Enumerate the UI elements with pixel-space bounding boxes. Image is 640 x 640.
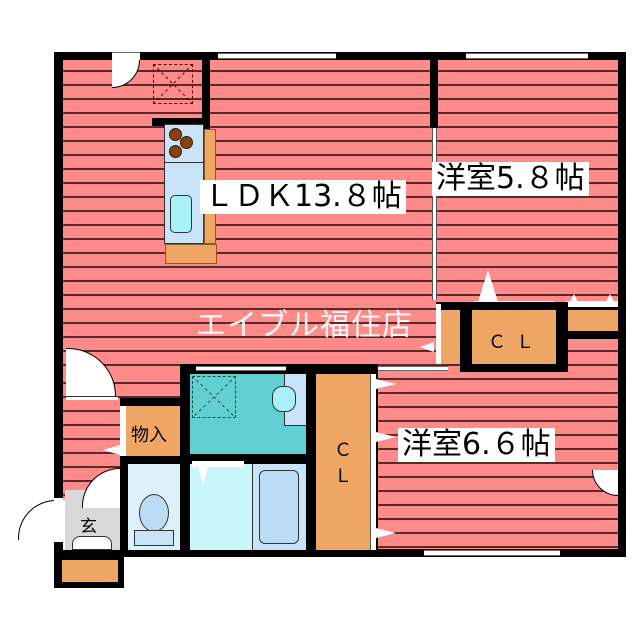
ldk-label: ＬＤＫ13.８帖 <box>200 180 406 214</box>
pantry-box <box>153 64 193 104</box>
door-swing-indicator <box>478 270 498 302</box>
kitchen-wall-h <box>152 118 210 126</box>
kitchen-divider <box>164 162 204 163</box>
door-opening <box>112 52 140 60</box>
sliding-door-small[interactable] <box>436 304 441 364</box>
window-top-ldk <box>218 53 336 59</box>
closet-1 <box>472 310 556 364</box>
western-room-2-label: 洋室6.６帖 <box>398 428 555 462</box>
door-swing-indicator <box>376 432 396 442</box>
storage-label: 物入 <box>131 425 167 446</box>
shoe-box <box>62 560 118 582</box>
closet-small-right <box>568 310 618 332</box>
washer-space <box>192 376 236 418</box>
window-bottom-room2 <box>424 550 560 556</box>
kitchen-sink-icon <box>170 195 192 233</box>
wall-ldk-room1 <box>430 58 438 128</box>
closet-small-left <box>440 310 460 364</box>
stove-burner-icon <box>180 136 193 149</box>
toilet-tank-icon <box>134 530 174 546</box>
storage-door[interactable] <box>120 406 126 456</box>
wall-top <box>54 52 626 60</box>
door-swing-indicator <box>570 294 578 302</box>
bathroom-door[interactable] <box>192 461 244 467</box>
storage-wall-top <box>120 398 182 406</box>
closet-small-wall <box>568 331 620 339</box>
door-entrance-main[interactable] <box>18 500 56 540</box>
core-wall-mid-h <box>180 454 308 464</box>
stove-burner-icon <box>169 145 182 158</box>
washroom-window <box>196 366 286 371</box>
closet-2-label-l: Ｌ <box>334 466 352 487</box>
storage-wall-bottom <box>120 456 182 464</box>
entrance-label: 玄 <box>80 517 97 537</box>
kitchen-cabinet <box>165 244 217 264</box>
door-swing-indicator <box>376 379 396 389</box>
closet-2-label-c: Ｃ <box>334 440 352 461</box>
wall-left <box>54 52 63 552</box>
core-wall-mid-v <box>306 364 316 554</box>
door-swing-indicator <box>198 467 208 485</box>
room2-top-slider[interactable] <box>378 366 448 371</box>
door-hallway-frame <box>66 396 118 400</box>
window-top-room1 <box>466 53 588 59</box>
door-swing-indicator <box>376 528 396 538</box>
storage <box>126 406 180 456</box>
door-swing-indicator <box>606 294 614 302</box>
shoe-box-door[interactable] <box>72 536 112 550</box>
kitchen-wall-v <box>202 58 210 130</box>
stove-burner-icon <box>169 128 182 141</box>
western-room-1-label: 洋室5.８帖 <box>432 162 589 196</box>
closet-2-sliding-door[interactable] <box>370 374 376 550</box>
door-swing-indicator <box>420 342 434 352</box>
toilet-bowl-icon <box>139 494 169 532</box>
closet-1-label: ＣＬ <box>488 332 544 353</box>
door-swing-indicator <box>103 445 120 455</box>
toilet-wall-left <box>120 464 128 552</box>
entrance-door-opening <box>54 498 63 542</box>
sliding-door-ldk-room1[interactable] <box>432 128 437 300</box>
pantry-x-icon <box>153 64 193 104</box>
bathtub-icon <box>259 470 299 544</box>
washbasin-bowl-icon <box>272 386 296 412</box>
washer-x-icon <box>192 376 236 418</box>
ldk-floor <box>62 58 436 370</box>
closet-2 <box>316 374 370 550</box>
watermark: エイブル福住店 <box>196 308 413 343</box>
closet-door-room1b[interactable] <box>566 301 618 307</box>
